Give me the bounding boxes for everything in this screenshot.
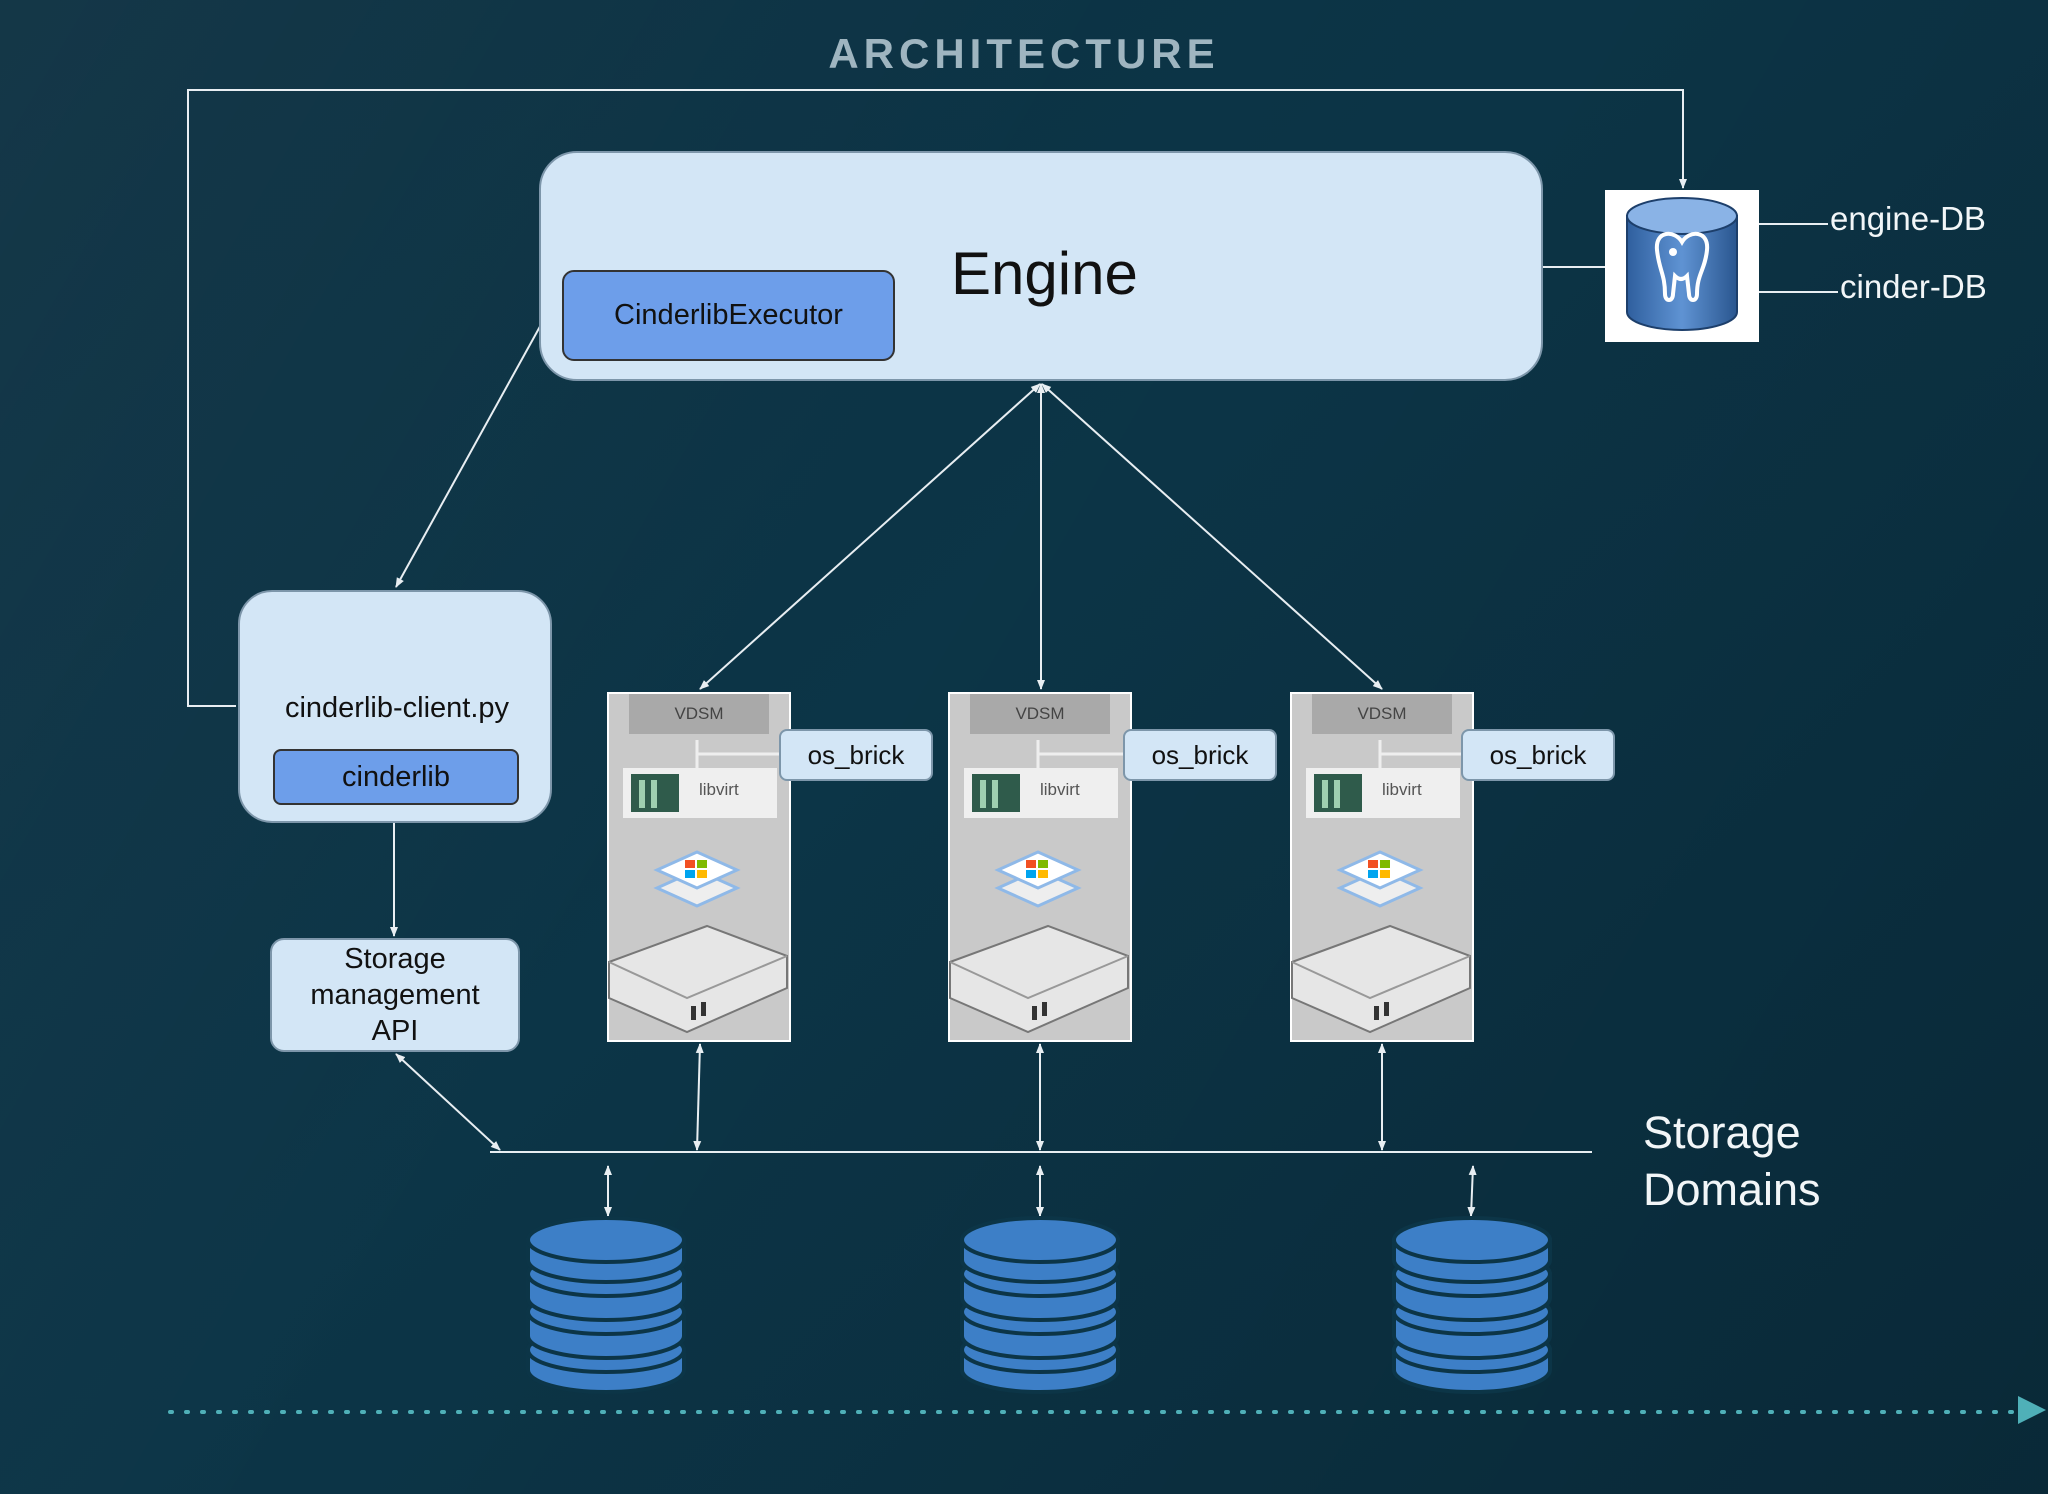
cinderlib-executor-box: CinderlibExecutor	[562, 270, 895, 361]
cinderlib-client-box: cinderlib-client.py cinderlib	[238, 590, 552, 823]
cinder-db-label: cinder-DB	[1840, 268, 1987, 305]
timeline-dotted-line	[168, 1396, 2046, 1424]
libvirt-label: libvirt	[1040, 780, 1080, 799]
client-to-db-line	[187, 89, 1687, 707]
executor-client-arrow	[395, 311, 549, 588]
host1-bus-arrow	[693, 1043, 704, 1151]
engine-host3-arrow	[1041, 383, 1383, 690]
os-brick-box: os_brick	[1123, 729, 1277, 781]
vdsm-label: VDSM	[674, 704, 724, 723]
cinderlib-box: cinderlib	[273, 749, 519, 805]
vdsm-label: VDSM	[1357, 704, 1407, 723]
engine-db-label: engine-DB	[1830, 200, 1986, 237]
host-node-3: VDSM libvirt	[1290, 692, 1474, 1042]
os-brick-box: os_brick	[1461, 729, 1615, 781]
storage-domain-3-icon	[1392, 1216, 1552, 1394]
postgresql-db-icon	[1605, 190, 1759, 342]
engine-host1-arrow	[699, 383, 1041, 690]
storage-domain-2-icon	[960, 1216, 1120, 1394]
host-node-2: VDSM libvirt	[948, 692, 1132, 1042]
engine-box: Engine CinderlibExecutor	[539, 151, 1543, 381]
libvirt-label: libvirt	[699, 780, 739, 799]
storage-domain-1-icon	[526, 1216, 686, 1394]
storage-management-api-box: Storage management API	[270, 938, 520, 1052]
vdsm-label: VDSM	[1015, 704, 1065, 723]
cinderlib-client-label: cinderlib-client.py	[284, 692, 510, 724]
api-bus-arrow	[395, 1053, 501, 1151]
page-title: ARCHITECTURE	[828, 30, 1220, 77]
engine-label: Engine	[951, 240, 1138, 307]
libvirt-label: libvirt	[1382, 780, 1422, 799]
os-brick-box: os_brick	[779, 729, 933, 781]
storage-domains-label: Storage Domains	[1643, 1107, 1821, 1215]
bus-storage3-arrow	[1467, 1165, 1477, 1217]
host-node-1: VDSM libvirt	[607, 692, 791, 1042]
